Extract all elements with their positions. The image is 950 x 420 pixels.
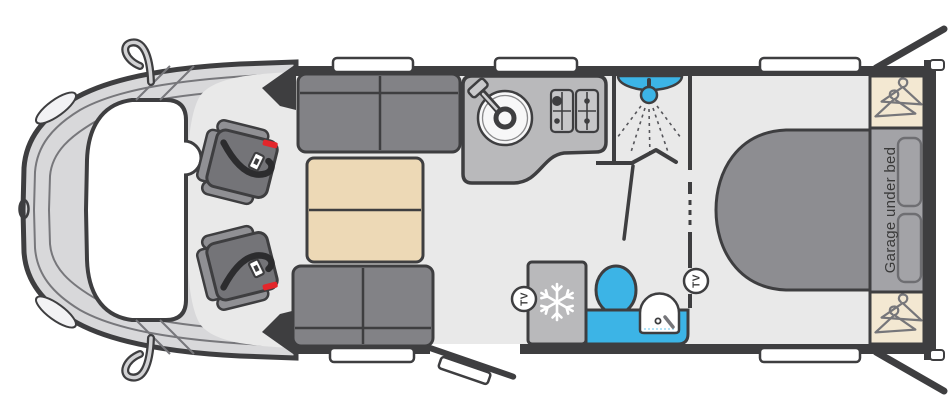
- entry-door-icon: [427, 345, 517, 386]
- window-bottom-2: [758, 346, 862, 364]
- cab-front: [18, 42, 299, 377]
- wardrobe-bottom: [868, 290, 926, 346]
- island-bed: [714, 128, 872, 292]
- tv-label-rear: TV: [692, 274, 703, 288]
- washbasin-icon: [638, 292, 681, 335]
- window-top-3: [758, 56, 862, 74]
- fridge: [526, 260, 588, 346]
- a-pillar-top-2: [159, 65, 195, 101]
- headlight-right-icon: [35, 295, 77, 329]
- bed-pillows-icon-2: [896, 212, 923, 284]
- bed-pillows-icon: [896, 136, 923, 208]
- bumper-line: [32, 73, 293, 347]
- wall-top: [296, 66, 930, 76]
- entry-door-panel: [437, 355, 492, 386]
- sofa-bottom: [291, 264, 435, 348]
- basin-tap-icon: [663, 315, 675, 329]
- kitchen: [461, 74, 608, 346]
- windscreen: [83, 98, 188, 322]
- rear-steady-top: [872, 25, 948, 72]
- window-top-2: [493, 56, 579, 74]
- tv-badge-rear: TV: [682, 267, 710, 295]
- lounge: [193, 72, 462, 348]
- washroom-walls: [596, 76, 692, 308]
- wall-rear: [924, 60, 936, 360]
- sink-tap-icon: [467, 77, 517, 130]
- rear-corner-trim-top: [929, 59, 945, 71]
- washroom: [584, 74, 692, 346]
- washroom-door: [622, 164, 635, 241]
- garage-under-bed-label: Garage under bed: [882, 147, 899, 274]
- tv-label-front: TV: [520, 292, 531, 306]
- shower: [616, 74, 684, 159]
- rear-corner-trim-bottom: [929, 349, 945, 361]
- front-badge-icon: [18, 198, 30, 220]
- sofa-top: [296, 72, 462, 154]
- hob-burners-icon: [549, 88, 600, 134]
- cab-junction-wall-bottom: [262, 310, 296, 356]
- cab-junction-wall-top: [262, 64, 296, 110]
- a-pillar-bottom-2: [159, 319, 195, 355]
- wardrobe-top: [868, 74, 926, 130]
- window-bottom-1: [328, 346, 416, 364]
- shower-bifold-door: [630, 148, 678, 165]
- shower-spray: [616, 105, 682, 159]
- bedroom: Garage under bed: [714, 74, 926, 346]
- wall-bottom-rear: [520, 344, 930, 354]
- sink: [467, 77, 534, 147]
- toilet-icon: [594, 264, 638, 316]
- window-top-1: [331, 56, 415, 74]
- rear-steady-bottom: [872, 348, 948, 395]
- tv-badge-front: TV: [510, 285, 538, 313]
- headlight-left-icon: [35, 91, 77, 125]
- shower-head-icon: [639, 85, 659, 105]
